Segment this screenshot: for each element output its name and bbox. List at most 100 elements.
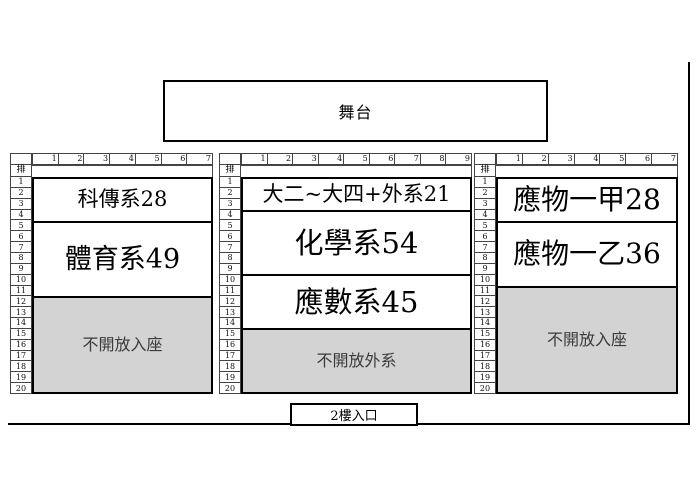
row-axis-corner-cell: [219, 153, 241, 165]
column-number: 6: [625, 154, 651, 164]
row-number: 7: [220, 242, 241, 253]
column-number: 9: [445, 154, 471, 164]
row-number: 8: [220, 252, 241, 264]
seat-block: 不開放入座: [32, 295, 213, 394]
column-number: 4: [573, 154, 600, 164]
row-number: 16: [475, 339, 496, 351]
row-number: 2: [11, 187, 32, 199]
column-number: 4: [317, 154, 344, 164]
column-number: 7: [186, 154, 212, 164]
row-number: 12: [475, 296, 496, 308]
column-number: 2: [521, 154, 548, 164]
row-number: 4: [11, 209, 32, 221]
row-number: 2: [220, 187, 241, 199]
seat-block: 大二~大四+外系21: [241, 177, 472, 213]
seat-block: 不開放外系: [241, 327, 472, 394]
row-number: 20: [475, 383, 496, 394]
row-number: 4: [475, 209, 496, 221]
row-number: 6: [220, 231, 241, 243]
entrance-label: 2樓入口: [330, 409, 378, 424]
column-number: 1: [496, 154, 522, 164]
row-number: 15: [220, 328, 241, 340]
stage-box: 舞台: [163, 80, 548, 142]
row-number: 19: [220, 372, 241, 384]
column-number: 5: [343, 154, 369, 164]
column-number: 7: [651, 154, 677, 164]
row-number: 1: [475, 177, 496, 188]
row-axis-label: 排: [475, 165, 496, 177]
column-number: 1: [241, 154, 267, 164]
row-number: 8: [475, 252, 496, 264]
row-number: 12: [220, 296, 241, 308]
row-number: 17: [220, 350, 241, 362]
seat-block: 應物一甲28: [496, 177, 678, 223]
row-number: 14: [11, 318, 32, 329]
row-axis-label: 排: [220, 165, 241, 177]
row-number: 11: [475, 285, 496, 297]
seat-header-strip: [241, 165, 472, 177]
row-number: 3: [11, 198, 32, 210]
row-number: 7: [11, 242, 32, 253]
row-number: 14: [475, 318, 496, 329]
row-number: 10: [475, 274, 496, 286]
row-number: 10: [220, 274, 241, 286]
row-axis-corner-cell: [10, 153, 32, 165]
row-number: 9: [11, 263, 32, 275]
column-number: 1: [32, 154, 58, 164]
row-number: 18: [11, 361, 32, 373]
row-number: 11: [11, 285, 32, 297]
column-number: 4: [109, 154, 135, 164]
row-number: 11: [220, 285, 241, 297]
row-number: 6: [475, 231, 496, 243]
row-number: 19: [11, 372, 32, 384]
row-number: 10: [11, 274, 32, 286]
row-number: 9: [220, 263, 241, 275]
stage-label: 舞台: [338, 103, 373, 122]
row-number: 17: [475, 350, 496, 362]
seat-header-strip: [496, 165, 678, 177]
column-number: 3: [547, 154, 574, 164]
column-number: 6: [160, 154, 187, 164]
column-number: 2: [266, 154, 293, 164]
row-number: 3: [475, 198, 496, 210]
row-number: 14: [220, 318, 241, 329]
seat-block: 不開放入座: [496, 285, 678, 394]
row-number: 18: [475, 361, 496, 373]
row-number: 5: [220, 220, 241, 232]
row-number: 7: [475, 242, 496, 253]
row-number: 17: [11, 350, 32, 362]
column-number: 6: [368, 154, 395, 164]
row-number: 16: [11, 339, 32, 351]
row-number: 4: [220, 209, 241, 221]
column-number: 5: [599, 154, 625, 164]
row-axis-label: 排: [11, 165, 32, 177]
row-number: 5: [475, 220, 496, 232]
row-number: 16: [220, 339, 241, 351]
row-number: 1: [11, 177, 32, 188]
column-number: 7: [394, 154, 420, 164]
row-number: 18: [220, 361, 241, 373]
seat-block: 應數系45: [241, 274, 472, 330]
row-number: 8: [11, 252, 32, 264]
